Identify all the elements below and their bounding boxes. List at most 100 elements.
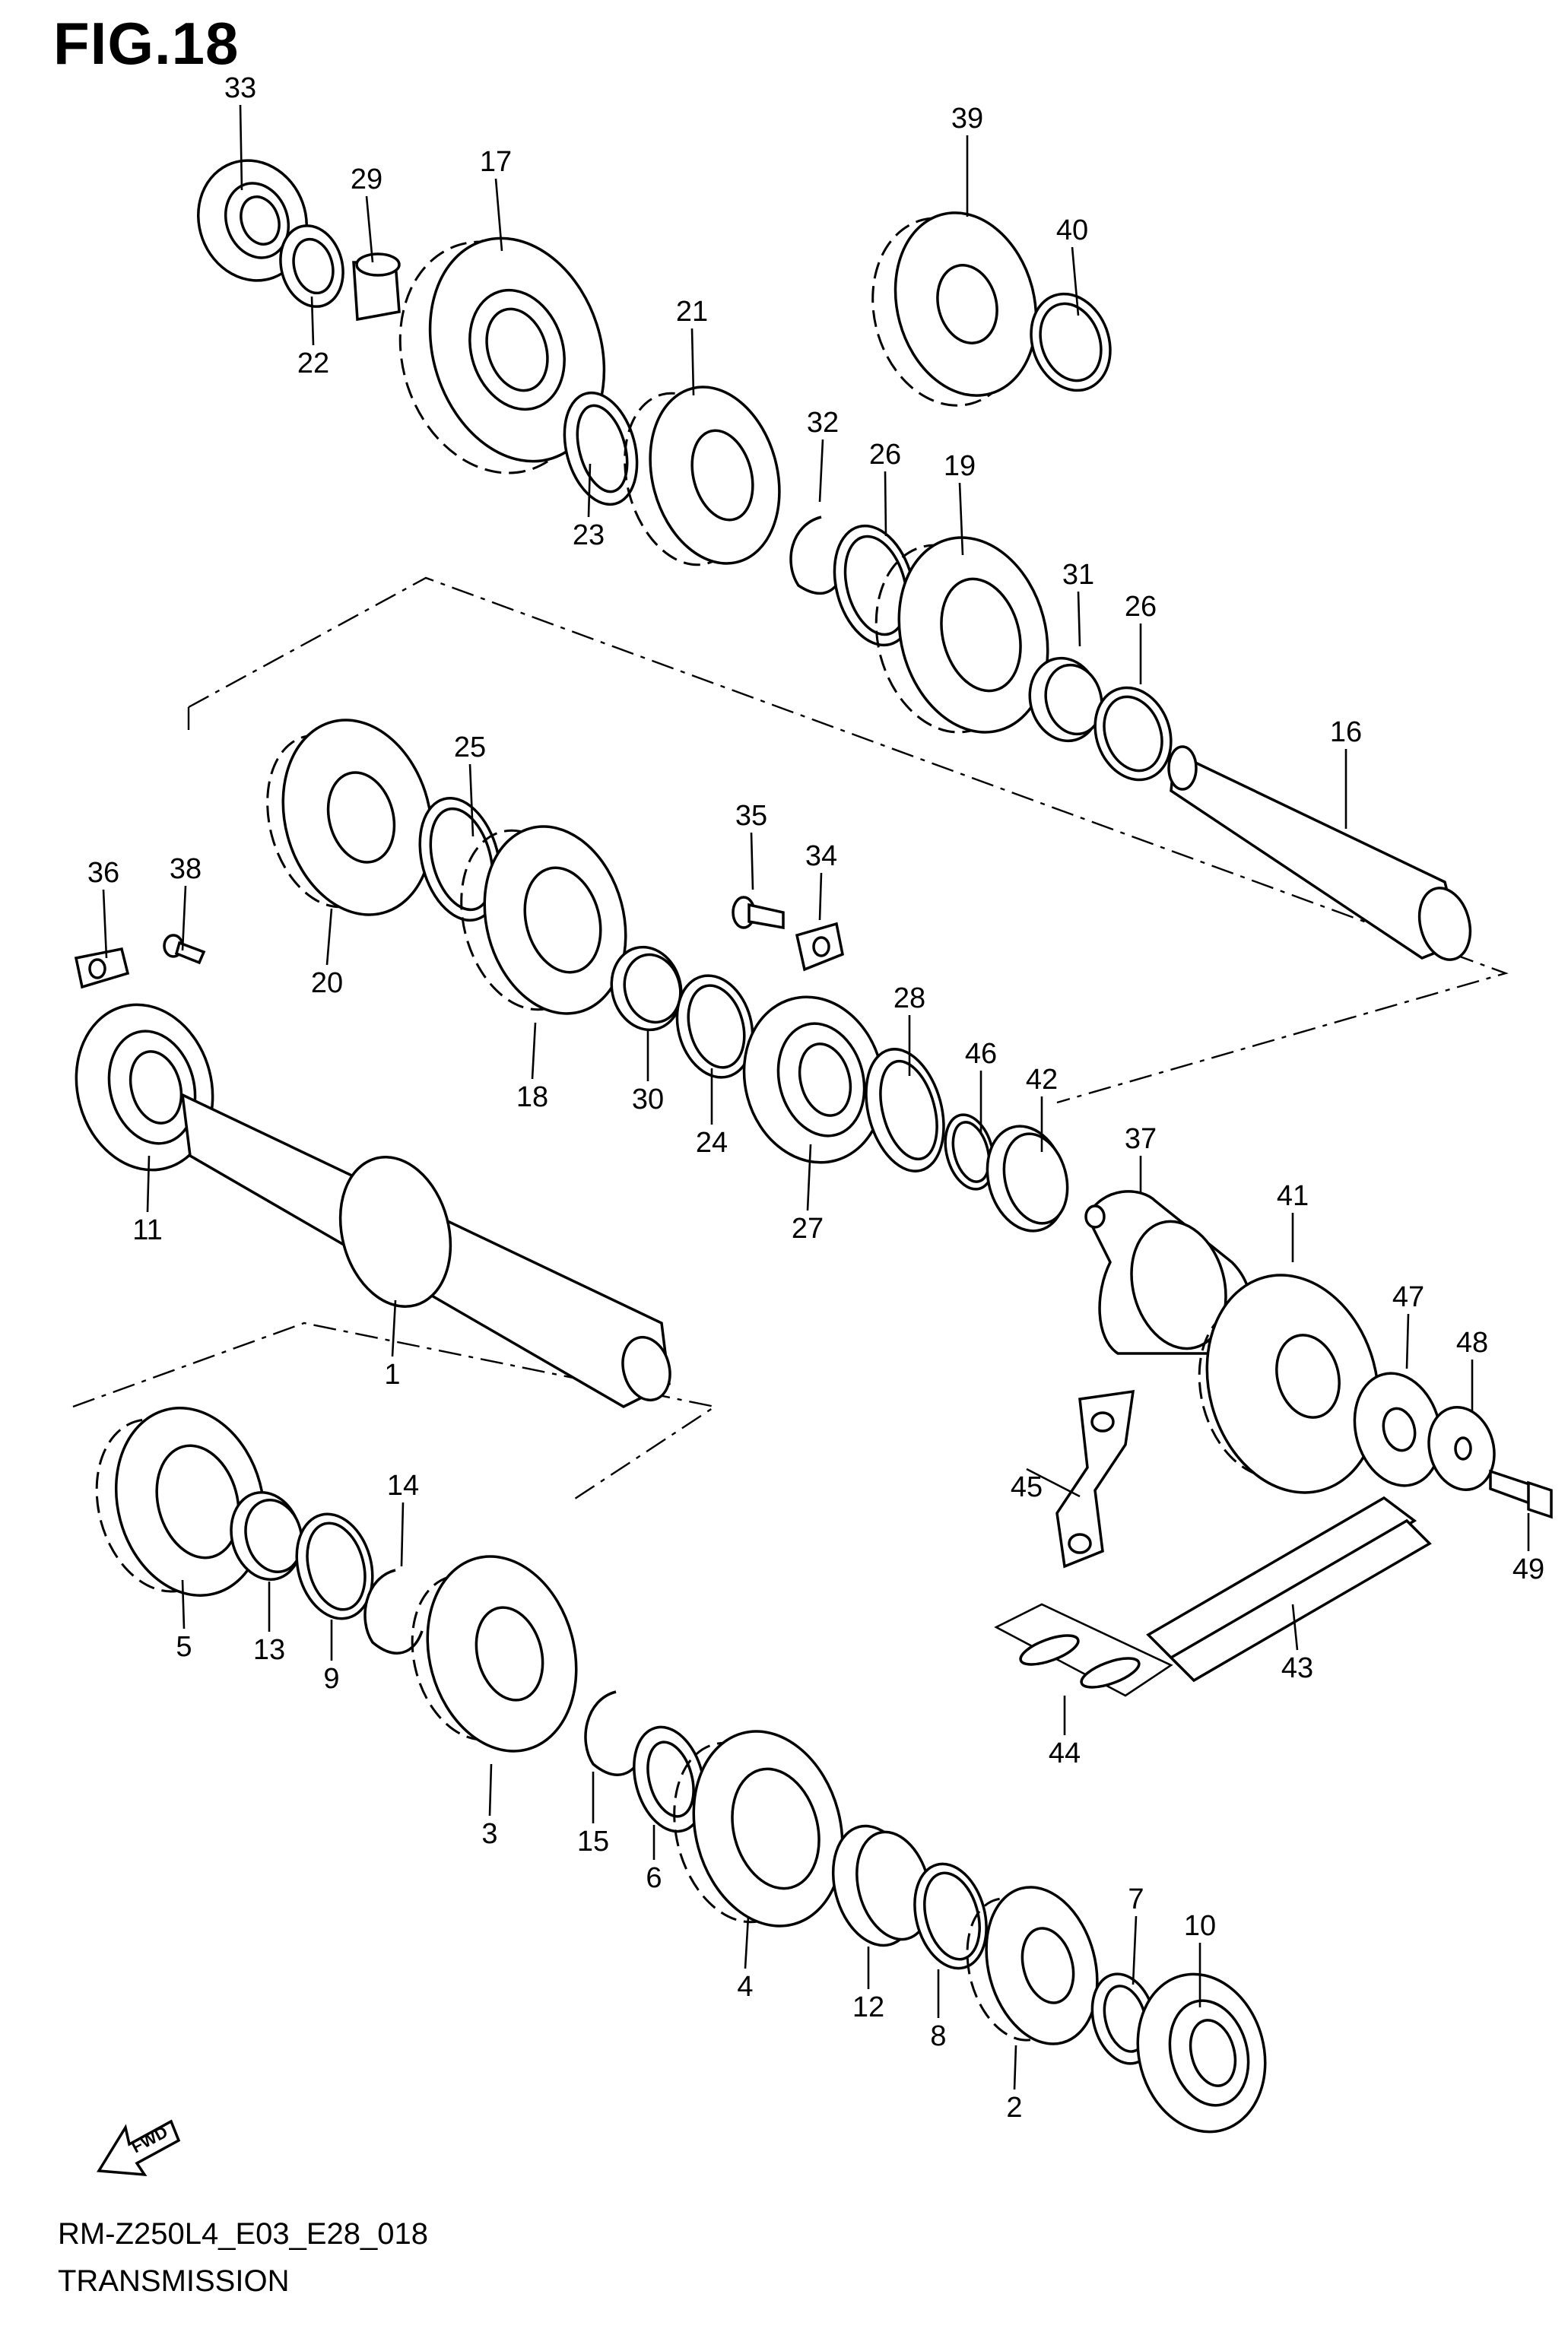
callout-c30[interactable]: 30 <box>632 1030 664 1115</box>
callout-c44[interactable]: 44 <box>1049 1696 1081 1769</box>
callout-c4[interactable]: 4 <box>737 1915 754 2003</box>
callout-c40[interactable]: 40 <box>1056 214 1088 316</box>
callout-c34[interactable]: 34 <box>805 840 837 921</box>
callout-c48[interactable]: 48 <box>1456 1327 1488 1410</box>
callout-c3[interactable]: 3 <box>481 1763 498 1850</box>
callout-c6[interactable]: 6 <box>646 1825 662 1894</box>
callout-c16[interactable]: 16 <box>1330 716 1362 829</box>
gear-20[interactable] <box>249 703 453 931</box>
leader-line <box>818 439 824 503</box>
gear-2[interactable] <box>952 1874 1113 2056</box>
callout-c26a[interactable]: 26 <box>869 439 901 537</box>
callout-c32[interactable]: 32 <box>807 407 839 503</box>
countershaft-16[interactable] <box>1167 745 1478 966</box>
callout-c45[interactable]: 45 <box>1011 1468 1081 1503</box>
gear-18[interactable] <box>443 811 646 1030</box>
gear-4[interactable] <box>655 1715 864 1943</box>
gear-21[interactable] <box>607 373 798 579</box>
callout-c39[interactable]: 39 <box>951 103 983 217</box>
gear-5[interactable] <box>78 1391 284 1613</box>
callout-c17[interactable]: 17 <box>480 146 512 252</box>
washer-40[interactable] <box>1018 283 1123 401</box>
callout-c19[interactable]: 19 <box>944 450 976 556</box>
gear-17[interactable] <box>371 215 632 497</box>
callout-c26b[interactable]: 26 <box>1125 591 1157 684</box>
callout-c25[interactable]: 25 <box>454 731 486 837</box>
callout-c1[interactable]: 1 <box>384 1299 401 1391</box>
callout-c8[interactable]: 8 <box>930 1969 947 2052</box>
washer-9[interactable] <box>286 1506 384 1627</box>
bushing-31[interactable] <box>1020 650 1109 749</box>
bushing-29[interactable] <box>352 252 401 322</box>
sprocket-cover-37[interactable] <box>1084 1190 1252 1360</box>
callout-c37[interactable]: 37 <box>1125 1123 1157 1194</box>
countershaft-1[interactable] <box>180 1093 677 1408</box>
callout-c38[interactable]: 38 <box>170 853 202 951</box>
callout-c47[interactable]: 47 <box>1392 1281 1424 1369</box>
callout-c42[interactable]: 42 <box>1026 1064 1058 1152</box>
chain-guide-45[interactable] <box>1055 1389 1135 1569</box>
callout-c31[interactable]: 31 <box>1062 559 1094 647</box>
callout-c24[interactable]: 24 <box>696 1068 728 1159</box>
washer-47[interactable] <box>1342 1363 1452 1495</box>
callout-c46[interactable]: 46 <box>965 1038 997 1133</box>
retainer-36[interactable] <box>74 947 130 989</box>
washer-24[interactable] <box>666 967 763 1086</box>
callout-c7[interactable]: 7 <box>1128 1883 1144 1985</box>
drive-chain-43[interactable] <box>1146 1496 1432 1683</box>
circlip-32[interactable] <box>789 516 846 595</box>
engine-sprocket-41[interactable] <box>1181 1255 1402 1512</box>
callout-c41[interactable]: 41 <box>1277 1180 1309 1262</box>
callout-c35[interactable]: 35 <box>735 800 767 890</box>
bearing-27[interactable] <box>726 981 902 1178</box>
screw-35[interactable] <box>732 896 785 930</box>
chain-joint-44[interactable] <box>994 1603 1173 1697</box>
bearing-11[interactable] <box>59 989 231 1185</box>
callout-number: 32 <box>807 407 839 439</box>
callout-c27[interactable]: 27 <box>792 1144 824 1245</box>
gear-19[interactable] <box>856 521 1069 749</box>
bearing-10[interactable] <box>1121 1959 1283 2146</box>
callout-number: 2 <box>1006 2092 1022 2124</box>
screw-38[interactable] <box>163 934 206 965</box>
circlip-14[interactable] <box>363 1569 424 1655</box>
callout-c9[interactable]: 9 <box>323 1620 340 1695</box>
callout-c12[interactable]: 12 <box>852 1947 884 2023</box>
circlip-15[interactable] <box>584 1690 644 1776</box>
callout-c36[interactable]: 36 <box>87 857 119 959</box>
gear-3[interactable] <box>395 1540 597 1768</box>
washer-22[interactable] <box>271 218 351 313</box>
callout-c11[interactable]: 11 <box>132 1155 163 1246</box>
callout-c5[interactable]: 5 <box>176 1579 192 1663</box>
callout-c14[interactable]: 14 <box>387 1470 419 1567</box>
callout-c43[interactable]: 43 <box>1281 1604 1313 1684</box>
callout-c23[interactable]: 23 <box>573 463 605 551</box>
callout-c18[interactable]: 18 <box>516 1022 548 1113</box>
callout-c10[interactable]: 10 <box>1184 1910 1216 2007</box>
washer-26-upper[interactable] <box>822 517 927 654</box>
washer-25[interactable] <box>407 789 513 929</box>
bolt-49[interactable] <box>1489 1469 1553 1519</box>
bushing-30[interactable] <box>602 939 690 1038</box>
o-ring-46[interactable] <box>938 1109 1001 1195</box>
callout-number: 47 <box>1392 1281 1424 1313</box>
washer-26-lower[interactable] <box>1083 677 1184 790</box>
spacer-42[interactable] <box>976 1117 1078 1239</box>
callout-c2[interactable]: 2 <box>1006 2045 1023 2124</box>
callout-c20[interactable]: 20 <box>311 908 343 999</box>
bushing-13[interactable] <box>222 1484 311 1587</box>
washer-6[interactable] <box>623 1719 715 1839</box>
callout-c15[interactable]: 15 <box>577 1772 609 1858</box>
callout-c13[interactable]: 13 <box>253 1582 285 1666</box>
callout-c22[interactable]: 22 <box>297 296 329 379</box>
oil-seal-28[interactable] <box>853 1040 956 1179</box>
callout-c29[interactable]: 29 <box>351 163 382 263</box>
bearing-33[interactable] <box>182 145 323 296</box>
washer-48[interactable] <box>1420 1400 1503 1497</box>
callout-c49[interactable]: 49 <box>1512 1513 1544 1585</box>
callout-c21[interactable]: 21 <box>676 296 708 396</box>
callout-c28[interactable]: 28 <box>894 982 925 1076</box>
callout-c33[interactable]: 33 <box>224 72 256 191</box>
gear-39[interactable] <box>852 197 1056 422</box>
plate-34[interactable] <box>795 922 845 972</box>
